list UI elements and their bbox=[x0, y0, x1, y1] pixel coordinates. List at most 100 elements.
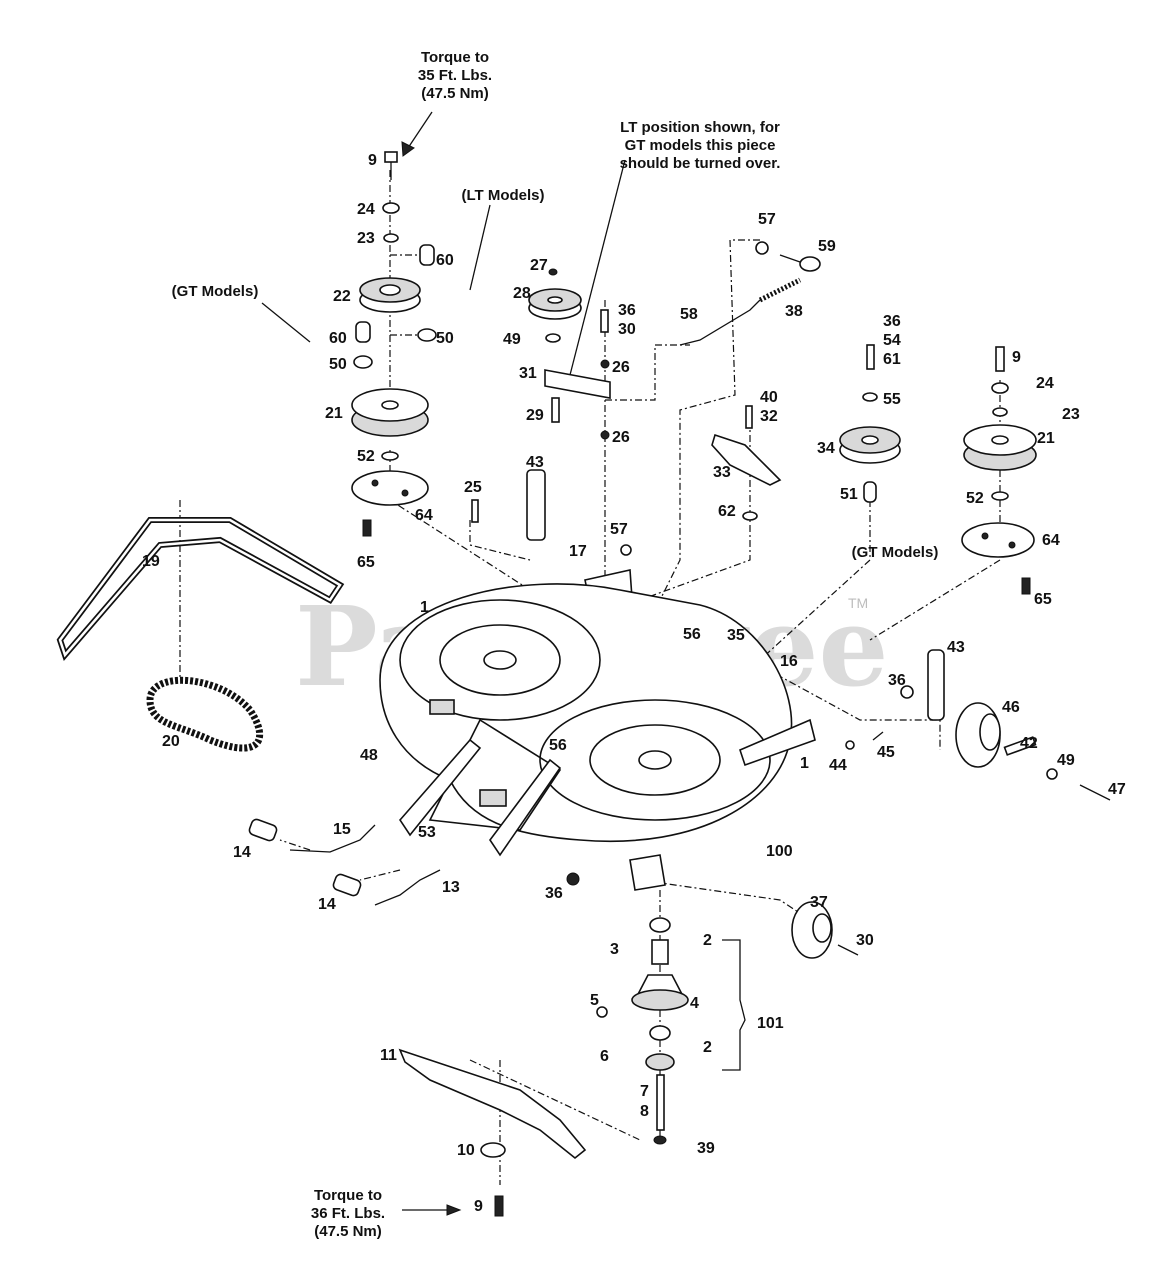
callout-36: 36 bbox=[545, 885, 563, 902]
callout-33: 33 bbox=[713, 464, 731, 481]
bushing-60-lt bbox=[419, 244, 435, 266]
lever-43-right bbox=[927, 649, 945, 721]
bolt-30-wheel bbox=[837, 944, 859, 956]
callout-10: 10 bbox=[457, 1142, 475, 1159]
torque-top-arrow bbox=[407, 111, 433, 149]
nut-36-right bbox=[900, 685, 914, 699]
callout-30: 30 bbox=[856, 932, 874, 949]
callout-24: 24 bbox=[1036, 375, 1054, 392]
callout-57: 57 bbox=[758, 211, 776, 228]
callout-39: 39 bbox=[697, 1140, 715, 1157]
callout-34: 34 bbox=[817, 440, 835, 457]
bushing-51 bbox=[863, 481, 877, 503]
bolt-36-30-mid bbox=[600, 309, 609, 333]
callout-32: 32 bbox=[760, 408, 778, 425]
callout-38: 38 bbox=[785, 303, 803, 320]
callout-100: 100 bbox=[766, 843, 793, 860]
bolt-29 bbox=[551, 397, 560, 423]
callout-59: 59 bbox=[818, 238, 836, 255]
pulley-6 bbox=[645, 1053, 675, 1071]
bolt-9-bottom bbox=[494, 1195, 504, 1217]
nut-27 bbox=[548, 268, 558, 276]
callout-13: 13 bbox=[442, 879, 460, 896]
callout-2: 2 bbox=[703, 1039, 712, 1056]
callout-50: 50 bbox=[329, 356, 347, 373]
blade-11 bbox=[398, 1048, 587, 1160]
callout-54: 54 bbox=[883, 332, 901, 349]
callout-22: 22 bbox=[333, 288, 351, 305]
bracket-13-arm bbox=[489, 758, 562, 857]
washer-49-right bbox=[1046, 768, 1058, 780]
callout-55: 55 bbox=[883, 391, 901, 408]
torque-note-bottom: Torque to 36 Ft. Lbs. (47.5 Nm) bbox=[311, 1187, 462, 1240]
callout-26: 26 bbox=[612, 359, 630, 376]
callout-42: 42 bbox=[1020, 735, 1038, 752]
washer-62 bbox=[742, 511, 758, 521]
bolt-65-left bbox=[362, 519, 372, 537]
torque-bottom-arrowhead bbox=[446, 1204, 462, 1216]
callout-21: 21 bbox=[1037, 430, 1055, 447]
pin-45 bbox=[872, 731, 884, 741]
callout-50: 50 bbox=[436, 330, 454, 347]
callout-26: 26 bbox=[612, 429, 630, 446]
callout-2: 2 bbox=[703, 932, 712, 949]
bushing-14-upper bbox=[248, 818, 278, 842]
callout-43: 43 bbox=[947, 639, 965, 656]
callout-53: 53 bbox=[418, 824, 436, 841]
callout-4: 4 bbox=[690, 995, 699, 1012]
callout-64: 64 bbox=[1042, 532, 1060, 549]
lt-models-label: (LT Models) bbox=[461, 187, 544, 204]
callout-37: 37 bbox=[810, 894, 828, 911]
wheel-37 bbox=[791, 901, 833, 959]
callout-27: 27 bbox=[530, 257, 548, 274]
callout-3: 3 bbox=[610, 941, 619, 958]
callout-14: 14 bbox=[318, 896, 336, 913]
callout-58: 58 bbox=[680, 306, 698, 323]
callout-6: 6 bbox=[600, 1048, 609, 1065]
washer-23-right bbox=[992, 407, 1008, 417]
callout-46: 46 bbox=[1002, 699, 1020, 716]
bearing-2-upper bbox=[649, 917, 671, 933]
callout-52: 52 bbox=[966, 490, 984, 507]
washer-49-mid bbox=[545, 333, 561, 343]
bolt-40-32 bbox=[745, 405, 753, 429]
lt-position-note: LT position shown, for GT models this pi… bbox=[569, 119, 780, 376]
bushing-14-lower bbox=[332, 873, 362, 897]
plate-64-right bbox=[961, 522, 1035, 558]
callout-8: 8 bbox=[640, 1103, 649, 1120]
callout-60: 60 bbox=[329, 330, 347, 347]
callout-40: 40 bbox=[760, 389, 778, 406]
link-rod-15 bbox=[289, 824, 376, 853]
lt-note-leader bbox=[569, 159, 626, 376]
bracket-36-deck bbox=[629, 854, 666, 891]
callout-61: 61 bbox=[883, 351, 901, 368]
idler-pulley-28 bbox=[528, 288, 582, 320]
callout-17: 17 bbox=[569, 543, 587, 560]
wheel-46 bbox=[955, 702, 1001, 768]
washer-24-right bbox=[991, 382, 1009, 394]
bushing-50-lt bbox=[417, 328, 437, 342]
callout-48: 48 bbox=[360, 747, 378, 764]
belt-20 bbox=[146, 676, 263, 752]
callout-15: 15 bbox=[333, 821, 351, 838]
shaft-7-8 bbox=[656, 1074, 665, 1131]
mower-deck-housing bbox=[379, 583, 816, 891]
washer-23-left bbox=[383, 233, 399, 243]
callout-56: 56 bbox=[683, 626, 701, 643]
callout-16: 16 bbox=[780, 653, 798, 670]
washer-55 bbox=[862, 392, 878, 402]
torque-top-line-1: Torque to bbox=[421, 49, 489, 66]
callout-1: 1 bbox=[420, 599, 429, 616]
callout-5: 5 bbox=[590, 992, 599, 1009]
bolt-47 bbox=[1079, 784, 1111, 801]
bushing-60-gt bbox=[355, 321, 371, 343]
decal-48 bbox=[429, 699, 455, 715]
link-rod-13 bbox=[374, 869, 441, 906]
torque-top-arrowhead bbox=[401, 141, 415, 157]
bracket-15-arm bbox=[398, 738, 482, 837]
callout-36: 36 bbox=[618, 302, 636, 319]
washer-52-left bbox=[381, 451, 399, 461]
belt-19 bbox=[56, 517, 345, 661]
callout-49: 49 bbox=[1057, 752, 1075, 769]
